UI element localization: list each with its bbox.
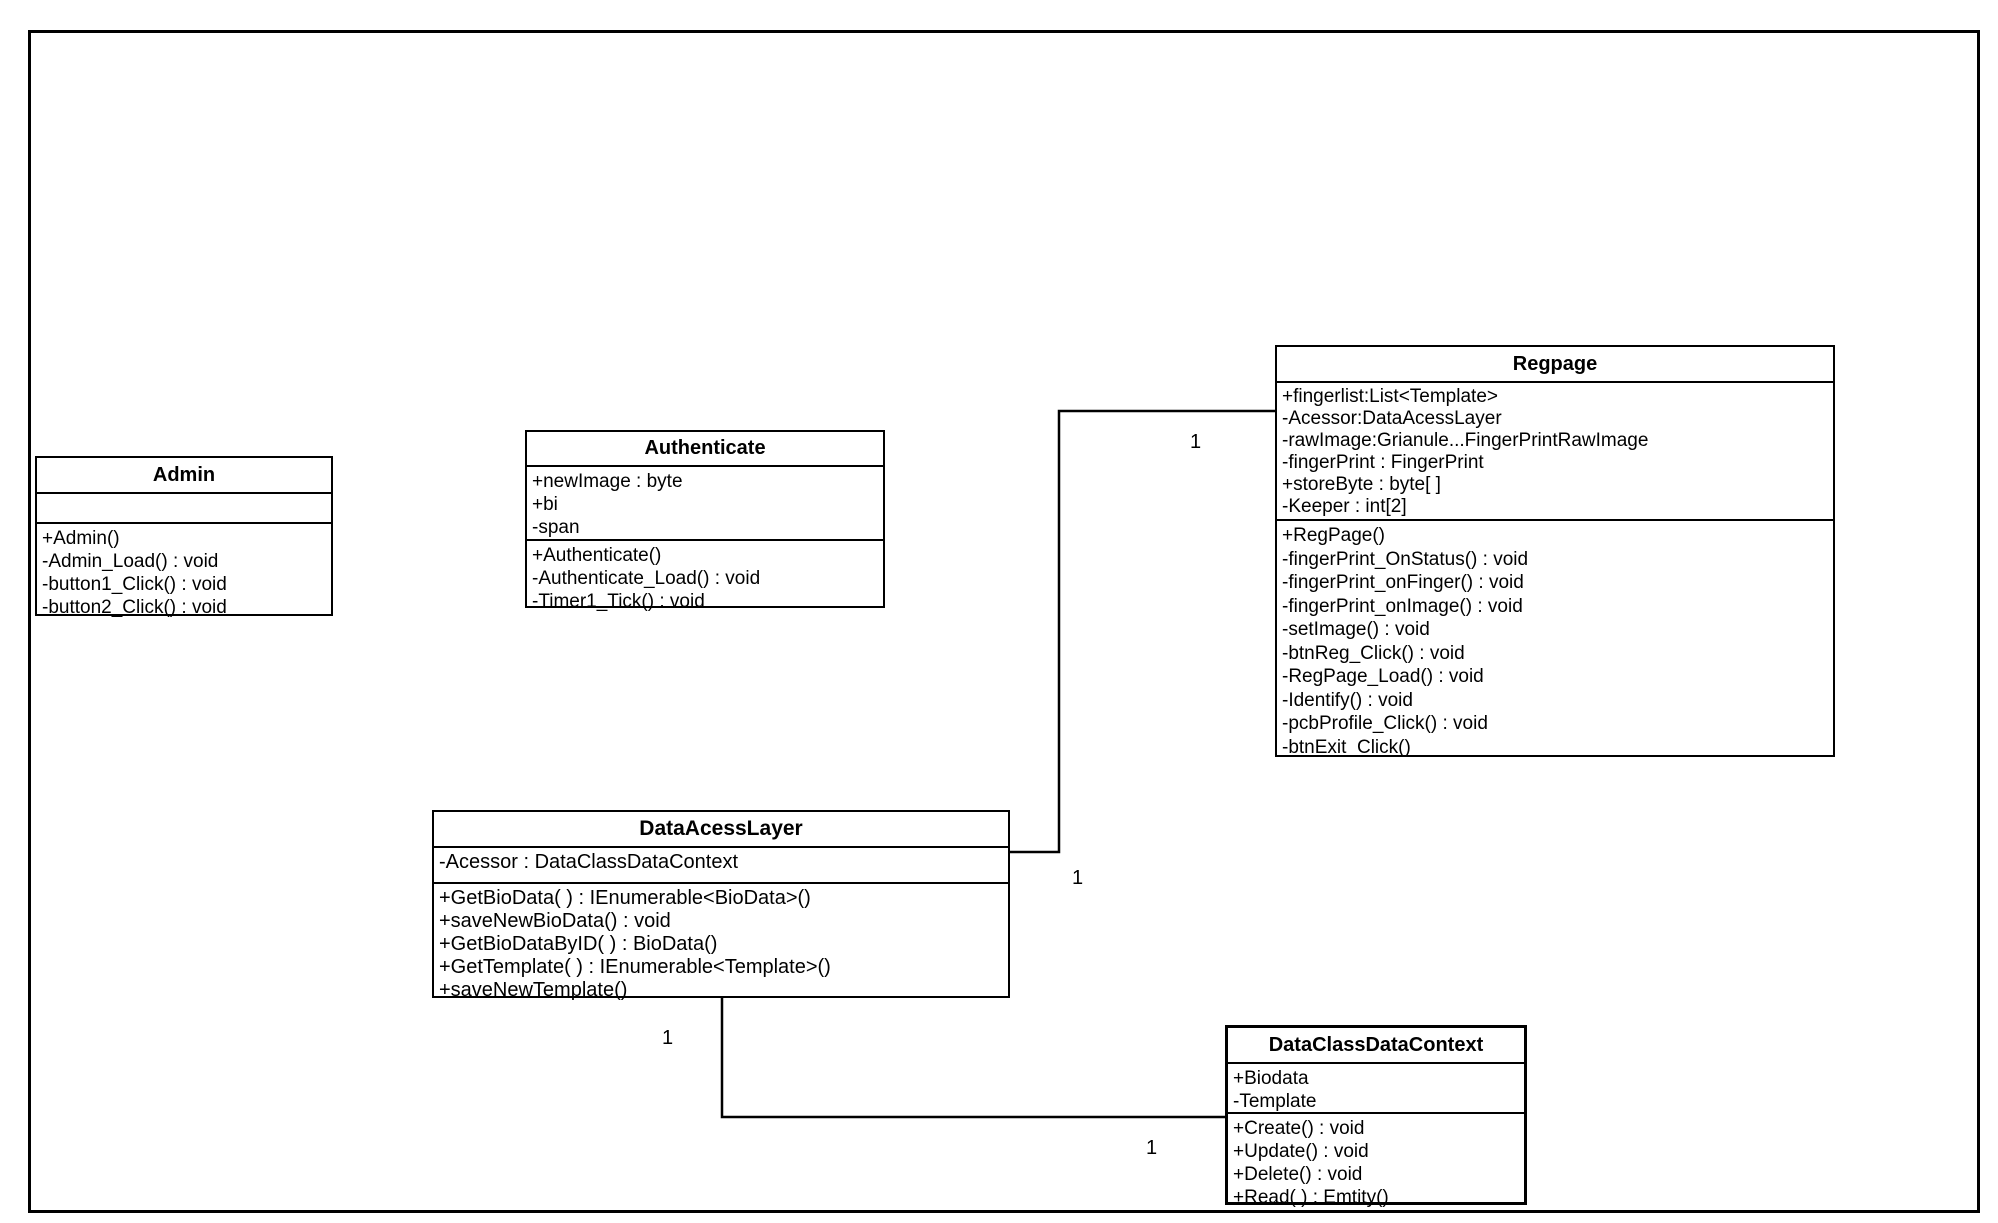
- attribute-line: +newImage : byte: [532, 471, 683, 492]
- method-line: +Delete() : void: [1233, 1164, 1363, 1185]
- class-title-dataclassdatacontext: DataClassDataContext: [1228, 1028, 1524, 1064]
- method-line: -Admin_Load() : void: [42, 551, 219, 572]
- method-line: +GetBioDataByID( ) : BioData(): [439, 933, 718, 955]
- method-line: -fingerPrint_onFinger() : void: [1282, 572, 1524, 593]
- class-title-regpage: Regpage: [1277, 347, 1833, 383]
- method-line: -btnReg_Click() : void: [1282, 642, 1465, 664]
- association-dataacesslayer-datacontext: [720, 998, 1225, 1119]
- multiplicity-label-regpage-end: 1: [1190, 431, 1202, 453]
- attribute-line: -Template: [1233, 1091, 1317, 1112]
- class-attributes-dataacesslayer: -Acessor : DataClassDataContext: [434, 848, 1008, 884]
- attribute-line: -fingerPrint : FingerPrint: [1282, 452, 1484, 473]
- multiplicity-label-datacontext-end: 1: [1146, 1137, 1158, 1159]
- class-methods-authenticate: +Authenticate() -Authenticate_Load() : v…: [527, 541, 883, 613]
- multiplicity-label-dataacesslayer-end: 1: [1072, 867, 1084, 889]
- class-box-dataclassdatacontext: DataClassDataContext +Biodata -Template …: [1225, 1025, 1527, 1208]
- method-line: +GetBioData( ) : IEnumerable<BioData>(): [439, 887, 811, 909]
- method-line: -Timer1_Tick() : void: [532, 591, 705, 612]
- class-box-admin: Admin +Admin() -Admin_Load() : void -but…: [35, 456, 333, 619]
- attribute-line: -rawImage:Grianule...FingerPrintRawImage: [1282, 430, 1649, 451]
- class-methods-dataacesslayer: +GetBioData( ) : IEnumerable<BioData>() …: [434, 884, 1008, 1002]
- method-line: +Authenticate(): [532, 545, 662, 566]
- method-line: -button2_Click() : void: [42, 597, 227, 618]
- class-title-admin: Admin: [37, 458, 331, 494]
- attribute-line: -Acessor : DataClassDataContext: [439, 851, 739, 873]
- attribute-line: +Biodata: [1233, 1068, 1309, 1089]
- class-methods-admin: +Admin() -Admin_Load() : void -button1_C…: [37, 524, 331, 619]
- attribute-line: +fingerlist:List<Template>: [1282, 386, 1498, 407]
- class-title-authenticate: Authenticate: [527, 432, 883, 467]
- class-attributes-regpage: +fingerlist:List<Template> -Acessor:Data…: [1277, 383, 1833, 521]
- method-line: +saveNewBioData() : void: [439, 910, 671, 932]
- method-line: +Read( ) : Emtity(): [1233, 1187, 1389, 1208]
- class-methods-regpage: +RegPage() -fingerPrint_OnStatus() : voi…: [1277, 521, 1833, 759]
- class-methods-dataclassdatacontext: +Create() : void +Update() : void +Delet…: [1228, 1114, 1524, 1209]
- method-line: -RegPage_Load() : void: [1282, 666, 1484, 687]
- method-line: -fingerPrint_onImage() : void: [1282, 595, 1523, 617]
- class-attributes-authenticate: +newImage : byte +bi -span: [527, 467, 883, 541]
- class-attributes-admin: [37, 494, 331, 524]
- method-line: +Create() : void: [1233, 1118, 1365, 1139]
- attribute-line: +bi: [532, 494, 558, 515]
- method-line: -btnExit_Click(): [1282, 736, 1411, 758]
- class-box-dataacesslayer: DataAcessLayer -Acessor : DataClassDataC…: [432, 810, 1010, 1001]
- attribute-line: +storeByte : byte[ ]: [1282, 474, 1441, 495]
- class-box-authenticate: Authenticate +newImage : byte +bi -span …: [525, 430, 885, 612]
- method-line: +Admin(): [42, 528, 120, 549]
- method-line: -Authenticate_Load() : void: [532, 568, 761, 589]
- class-attributes-dataclassdatacontext: +Biodata -Template: [1228, 1064, 1524, 1114]
- attribute-line: -Acessor:DataAcessLayer: [1282, 408, 1502, 429]
- attribute-line: -Keeper : int[2]: [1282, 496, 1407, 517]
- method-line: -button1_Click() : void: [42, 574, 227, 595]
- multiplicity-label-dataacesslayer-bottom-end: 1: [662, 1027, 674, 1049]
- method-line: -pcbProfile_Click() : void: [1282, 713, 1488, 734]
- method-line: -Identify() : void: [1282, 689, 1413, 711]
- association-regpage-dataacesslayer: [1010, 409, 1275, 854]
- method-line: +RegPage(): [1282, 525, 1385, 546]
- method-line: -fingerPrint_OnStatus() : void: [1282, 548, 1529, 570]
- attribute-line: -span: [532, 517, 580, 538]
- method-line: +Update() : void: [1233, 1141, 1369, 1162]
- method-line: -setImage() : void: [1282, 619, 1430, 640]
- method-line: +GetTemplate( ) : IEnumerable<Template>(…: [439, 956, 831, 978]
- class-title-dataacesslayer: DataAcessLayer: [434, 812, 1008, 848]
- diagram-border: [28, 30, 1980, 1213]
- class-box-regpage: Regpage +fingerlist:List<Template> -Aces…: [1275, 345, 1835, 759]
- method-line: +saveNewTemplate(): [439, 979, 628, 1001]
